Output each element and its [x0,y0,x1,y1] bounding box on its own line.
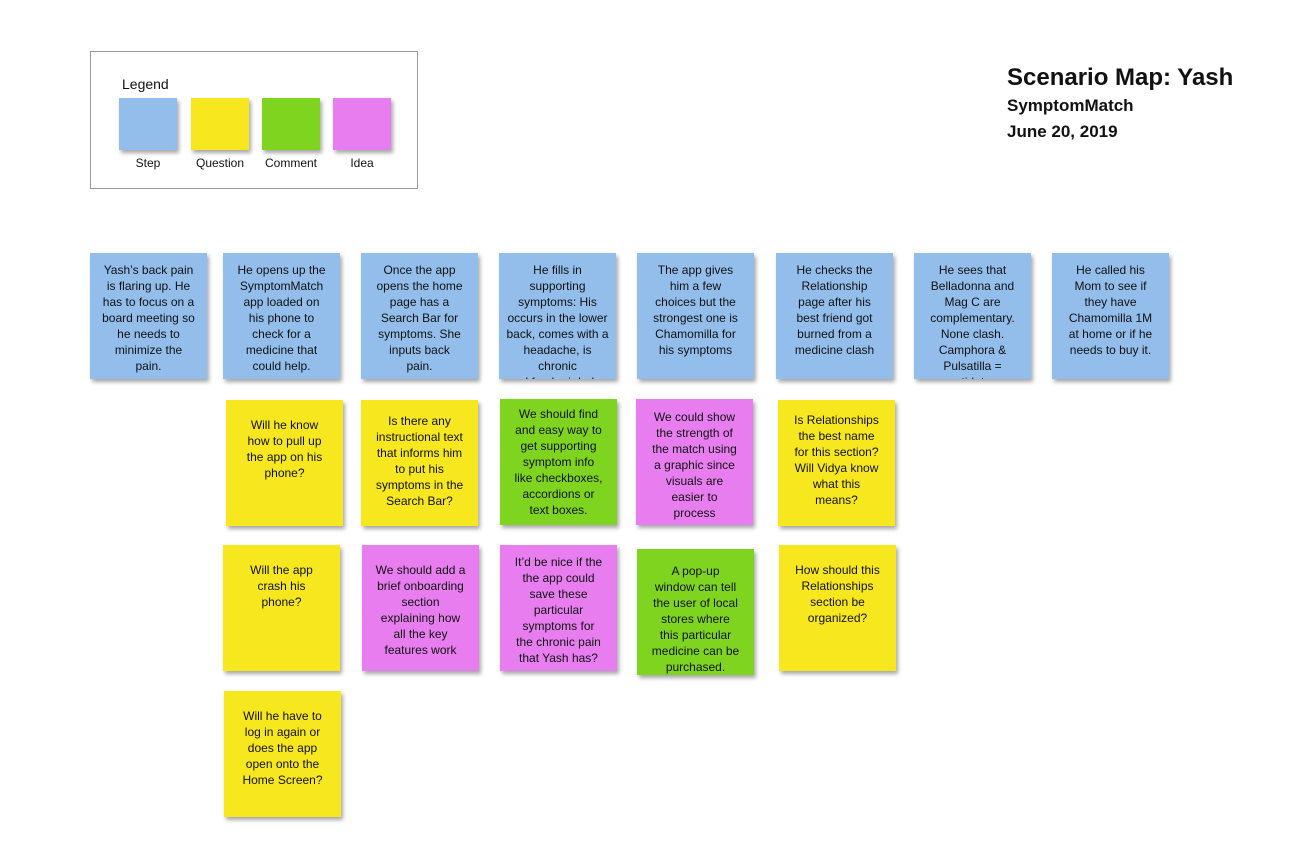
legend-swatch-step [119,98,177,150]
legend-label-comment: Comment [264,156,317,170]
step-note-7[interactable]: He sees that Belladonna and Mag C are co… [914,253,1031,379]
question-note-relationships-organized[interactable]: How should this Relationships section be… [779,545,896,671]
idea-note-onboarding[interactable]: We should add a brief onboarding section… [362,545,479,671]
step-note-4[interactable]: He fills in supporting symptoms: His occ… [499,253,616,379]
question-note-log-in-again[interactable]: Will he have to log in again or does the… [224,691,341,817]
legend-label-step: Step [135,156,161,170]
legend-swatch-idea [333,98,391,150]
idea-note-match-strength[interactable]: We could show the strength of the match … [636,399,753,525]
legend-label-idea: Idea [350,156,374,170]
step-note-6[interactable]: He checks the Relationship page after hi… [776,253,893,379]
legend-item-question: Question [191,98,249,170]
legend-item-step: Step [119,98,177,170]
legend-label-question: Question [195,156,245,170]
idea-note-save-symptoms[interactable]: It’d be nice if the the app could save t… [500,545,617,671]
legend-item-comment: Comment [262,98,320,170]
step-note-1[interactable]: Yash’s back pain is flaring up. He has t… [90,253,207,379]
legend-swatch-question [191,98,249,150]
step-note-5[interactable]: The app gives him a few choices but the … [637,253,754,379]
step-note-2[interactable]: He opens up the SymptomMatch app loaded … [223,253,340,379]
question-note-instructional-text[interactable]: Is there any instructional text that inf… [361,400,478,526]
step-note-3[interactable]: Once the app opens the home page has a S… [361,253,478,379]
question-note-relationships-name[interactable]: Is Relationships the best name for this … [778,400,895,526]
page-date: June 20, 2019 [1007,122,1118,141]
legend-item-idea: Idea [333,98,391,170]
question-note-pull-up-app[interactable]: Will he know how to pull up the app on h… [226,400,343,526]
step-note-8[interactable]: He called his Mom to see if they have Ch… [1052,253,1169,379]
page-subtitle: SymptomMatch [1007,96,1134,115]
page-title: Scenario Map: Yash [1007,64,1234,91]
legend-title: Legend [122,76,169,92]
title-block: Scenario Map: Yash SymptomMatch June 20,… [1007,63,1233,145]
comment-note-supporting-symptoms[interactable]: We should find and easy way to get suppo… [500,399,617,525]
question-note-app-crash[interactable]: Will the app crash his phone? [223,545,340,671]
comment-note-popup-stores[interactable]: A pop-up window can tell the user of loc… [637,549,754,675]
legend-swatch-comment [262,98,320,150]
legend: Legend Step Question Comment Idea [90,51,418,189]
